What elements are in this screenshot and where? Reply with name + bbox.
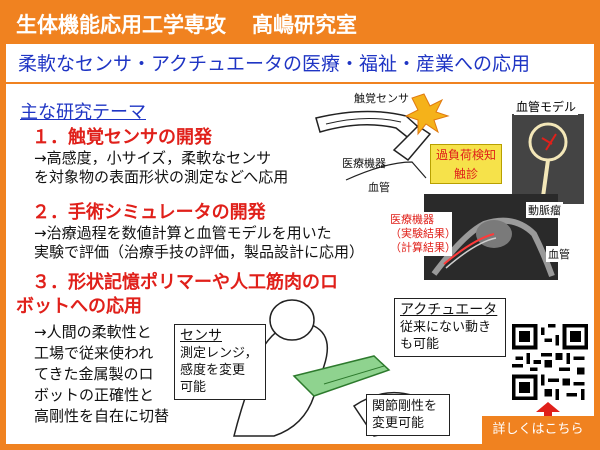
callout-actuator-line: も可能 (400, 337, 440, 352)
label-tactile-sensor: 触覚センサ (354, 92, 409, 105)
callout-stiffness-line: 関節剛性を (372, 399, 438, 414)
medical-device-shape (392, 125, 432, 162)
callout-actuator-line: 従来にない動き (400, 320, 492, 335)
lab-name: 髙嶋研究室 (252, 13, 357, 37)
section-1-line: →高感度，小サイズ，柔軟なセンサ (34, 149, 272, 167)
dept-name: 生体機能応用工学専攻 (16, 13, 226, 37)
section-2-line: 実験で評価（治療手技の評価，製品設計に応用） (34, 243, 365, 261)
device-result-line: （計算結果） (390, 241, 456, 254)
header-bar: 生体機能応用工学専攻 髙嶋研究室 (6, 6, 594, 44)
section-3-line: てきた金属製のロ (34, 365, 154, 383)
section-3-title-line: ３．形状記憶ポリマーや人工筋肉のロ (32, 272, 338, 293)
section-3-line: 高剛性を自在に切替 (34, 407, 170, 425)
callout-sensor-line: 感度を変更 (180, 363, 246, 378)
label-aneurysm: 動脈瘤 (526, 202, 563, 218)
section-3-line: 工場で従来使われ (34, 344, 154, 362)
device-result-line: 医療機器 (390, 213, 434, 226)
callout-sensor-line: 可能 (180, 380, 207, 395)
section-3-title-line: ボットへの応用 (16, 296, 142, 317)
device-result-line: （実験結果） (390, 227, 456, 240)
label-vessel-model: 血管モデル (514, 98, 579, 115)
exo-arm (292, 355, 391, 397)
section-1-title: １．触覚センサの開発 (32, 127, 212, 148)
impact-burst-icon (404, 93, 450, 136)
more-info-button[interactable]: 詳しくはこちら (482, 416, 594, 444)
vessel-model-photo (512, 114, 584, 205)
vessel-inner-line (325, 117, 402, 125)
section-3-title: ３．形状記憶ポリマーや人工筋肉のロ ボットへの応用 (16, 271, 338, 319)
callout-actuator-title: アクチュエータ (400, 302, 498, 318)
callout-actuator: アクチュエータ 従来にない動き も可能 (394, 298, 506, 357)
section-1-line: を対象物の表面形状の測定などへ応用 (34, 168, 289, 186)
section-3-line: ボットの正確性と (34, 386, 155, 404)
label-vessel: 血管 (368, 181, 390, 194)
exo-arm-seam (323, 365, 385, 385)
overload-badge: 過負荷検知 触診 (430, 144, 502, 184)
arrow-up-icon (536, 402, 560, 418)
section-2-body: →治療過程を数値計算と血管モデルを用いた 実験で評価（治療手技の評価，製品設計に… (34, 224, 364, 262)
section-2-line: →治療過程を数値計算と血管モデルを用いた (34, 224, 332, 242)
callout-sensor-line: 測定レンジ， (180, 346, 258, 361)
section-3-line: →人間の柔軟性と (34, 323, 152, 341)
human-head (269, 299, 315, 341)
device-result-labels: 医療機器 （実験結果） （計算結果） (388, 212, 456, 256)
themes-title: 主な研究テーマ (20, 102, 146, 123)
vessel-model-drawing (512, 114, 584, 205)
sensor-illustration (315, 93, 450, 181)
label-sim-vessel: 血管 (546, 246, 572, 262)
overload-line: 過負荷検知 (435, 148, 496, 162)
qr-code-icon[interactable] (512, 324, 588, 400)
label-medical-device: 医療機器 (342, 157, 386, 170)
callout-sensor-title: センサ (180, 328, 222, 344)
callout-sensor: センサ 測定レンジ， 感度を変更 可能 (174, 324, 266, 400)
section-1-body: →高感度，小サイズ，柔軟なセンサ を対象物の表面形状の測定などへ応用 (34, 149, 288, 187)
section-2-title: ２．手術シミュレータの開発 (32, 202, 266, 223)
callout-stiffness-line: 変更可能 (372, 416, 425, 431)
callout-stiffness: 関節剛性を 変更可能 (366, 394, 450, 436)
section-3-body: →人間の柔軟性と 工場で従来使われ てきた金属製のロ ボットの正確性と 高剛性を… (34, 322, 169, 427)
subtitle: 柔軟なセンサ・アクチュエータの医療・福祉・産業への応用 (6, 44, 594, 84)
device-shaft (345, 161, 427, 181)
overload-line: 触診 (453, 167, 478, 181)
